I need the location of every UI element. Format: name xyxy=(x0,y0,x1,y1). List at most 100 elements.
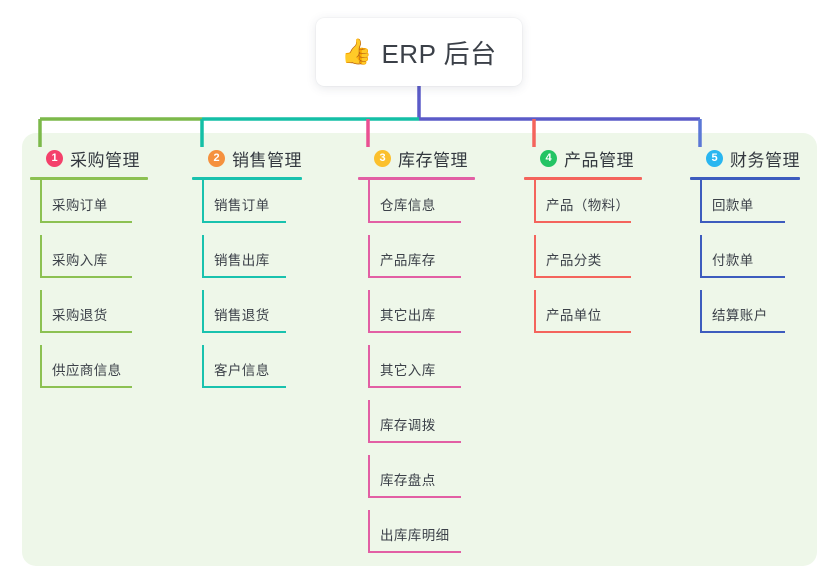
columns-background-panel xyxy=(22,133,817,566)
item-rule xyxy=(368,496,461,498)
list-item[interactable]: 采购入库 xyxy=(30,235,150,290)
column-header-5[interactable]: 5 财务管理 xyxy=(690,145,802,171)
item-label: 采购退货 xyxy=(52,308,108,323)
item-stem xyxy=(368,290,370,333)
item-label: 销售出库 xyxy=(214,253,270,268)
list-item[interactable]: 仓库信息 xyxy=(358,180,476,235)
column-title-4: 产品管理 xyxy=(564,150,634,170)
column-rule-2 xyxy=(192,177,302,180)
item-rule xyxy=(368,331,461,333)
item-rule xyxy=(700,221,785,223)
list-item[interactable]: 库存盘点 xyxy=(358,455,476,510)
column-header-2[interactable]: 2 销售管理 xyxy=(192,145,304,171)
root-title: ERP 后台 xyxy=(381,38,497,69)
list-item[interactable]: 回款单 xyxy=(690,180,802,235)
item-label: 回款单 xyxy=(712,198,754,213)
item-stem xyxy=(368,400,370,443)
column-3: 3 库存管理仓库信息产品库存其它出库其它入库库存调拨库存盘点出库库明细 xyxy=(358,145,476,565)
item-label: 产品（物料） xyxy=(546,198,630,213)
list-item[interactable]: 供应商信息 xyxy=(30,345,150,400)
list-item[interactable]: 销售退货 xyxy=(192,290,304,345)
item-rule xyxy=(202,276,286,278)
item-label: 客户信息 xyxy=(214,363,270,378)
item-stem xyxy=(534,180,536,223)
list-item[interactable]: 销售出库 xyxy=(192,235,304,290)
item-label: 销售退货 xyxy=(214,308,270,323)
list-item[interactable]: 结算账户 xyxy=(690,290,802,345)
column-items-5: 回款单付款单结算账户 xyxy=(690,180,802,345)
list-item[interactable]: 采购退货 xyxy=(30,290,150,345)
item-rule xyxy=(368,386,461,388)
column-items-3: 仓库信息产品库存其它出库其它入库库存调拨库存盘点出库库明细 xyxy=(358,180,476,565)
list-item[interactable]: 其它出库 xyxy=(358,290,476,345)
column-badge-2: 2 xyxy=(208,149,225,167)
item-rule xyxy=(534,331,631,333)
item-stem xyxy=(40,180,42,223)
column-title-2: 销售管理 xyxy=(232,150,302,170)
item-rule xyxy=(202,221,286,223)
item-stem xyxy=(368,180,370,223)
item-stem xyxy=(202,345,204,388)
item-rule xyxy=(368,551,461,553)
item-label: 采购入库 xyxy=(52,253,108,268)
item-stem xyxy=(202,290,204,333)
item-stem xyxy=(368,345,370,388)
list-item[interactable]: 库存调拨 xyxy=(358,400,476,455)
column-title-5: 财务管理 xyxy=(730,150,800,170)
list-item[interactable]: 其它入库 xyxy=(358,345,476,400)
item-stem xyxy=(700,180,702,223)
item-rule xyxy=(534,221,631,223)
list-item[interactable]: 产品（物料） xyxy=(524,180,644,235)
item-rule xyxy=(700,331,785,333)
list-item[interactable]: 产品单位 xyxy=(524,290,644,345)
thumbs-up-icon: 👍 xyxy=(341,37,373,66)
item-stem xyxy=(700,290,702,333)
column-badge-5: 5 xyxy=(706,149,723,167)
item-rule xyxy=(40,276,132,278)
item-stem xyxy=(202,235,204,278)
column-rule-1 xyxy=(30,177,148,180)
list-item[interactable]: 付款单 xyxy=(690,235,802,290)
item-label: 出库库明细 xyxy=(380,528,450,543)
item-label: 产品库存 xyxy=(380,253,436,268)
list-item[interactable]: 出库库明细 xyxy=(358,510,476,565)
item-stem xyxy=(202,180,204,223)
item-label: 其它出库 xyxy=(380,308,436,323)
item-stem xyxy=(40,235,42,278)
item-label: 库存盘点 xyxy=(380,473,436,488)
column-items-1: 采购订单采购入库采购退货供应商信息 xyxy=(30,180,150,400)
item-stem xyxy=(534,235,536,278)
column-5: 5 财务管理回款单付款单结算账户 xyxy=(690,145,802,345)
list-item[interactable]: 产品库存 xyxy=(358,235,476,290)
list-item[interactable]: 采购订单 xyxy=(30,180,150,235)
item-stem xyxy=(700,235,702,278)
column-items-4: 产品（物料） 产品分类产品单位 xyxy=(524,180,644,345)
item-rule xyxy=(368,221,461,223)
column-2: 2 销售管理销售订单销售出库销售退货客户信息 xyxy=(192,145,304,400)
item-stem xyxy=(368,455,370,498)
item-label: 结算账户 xyxy=(712,308,768,323)
item-label: 付款单 xyxy=(712,253,754,268)
list-item[interactable]: 产品分类 xyxy=(524,235,644,290)
item-label: 产品分类 xyxy=(546,253,602,268)
column-rule-4 xyxy=(524,177,642,180)
item-rule xyxy=(700,276,785,278)
column-items-2: 销售订单销售出库销售退货客户信息 xyxy=(192,180,304,400)
item-label: 供应商信息 xyxy=(52,363,122,378)
root-node[interactable]: 👍 ERP 后台 xyxy=(316,18,522,86)
item-label: 库存调拨 xyxy=(380,418,436,433)
item-rule xyxy=(202,331,286,333)
item-stem xyxy=(40,345,42,388)
column-badge-1: 1 xyxy=(46,149,63,167)
column-header-3[interactable]: 3 库存管理 xyxy=(358,145,476,171)
column-title-3: 库存管理 xyxy=(398,150,468,170)
column-badge-3: 3 xyxy=(374,149,391,167)
list-item[interactable]: 销售订单 xyxy=(192,180,304,235)
column-rule-5 xyxy=(690,177,800,180)
list-item[interactable]: 客户信息 xyxy=(192,345,304,400)
